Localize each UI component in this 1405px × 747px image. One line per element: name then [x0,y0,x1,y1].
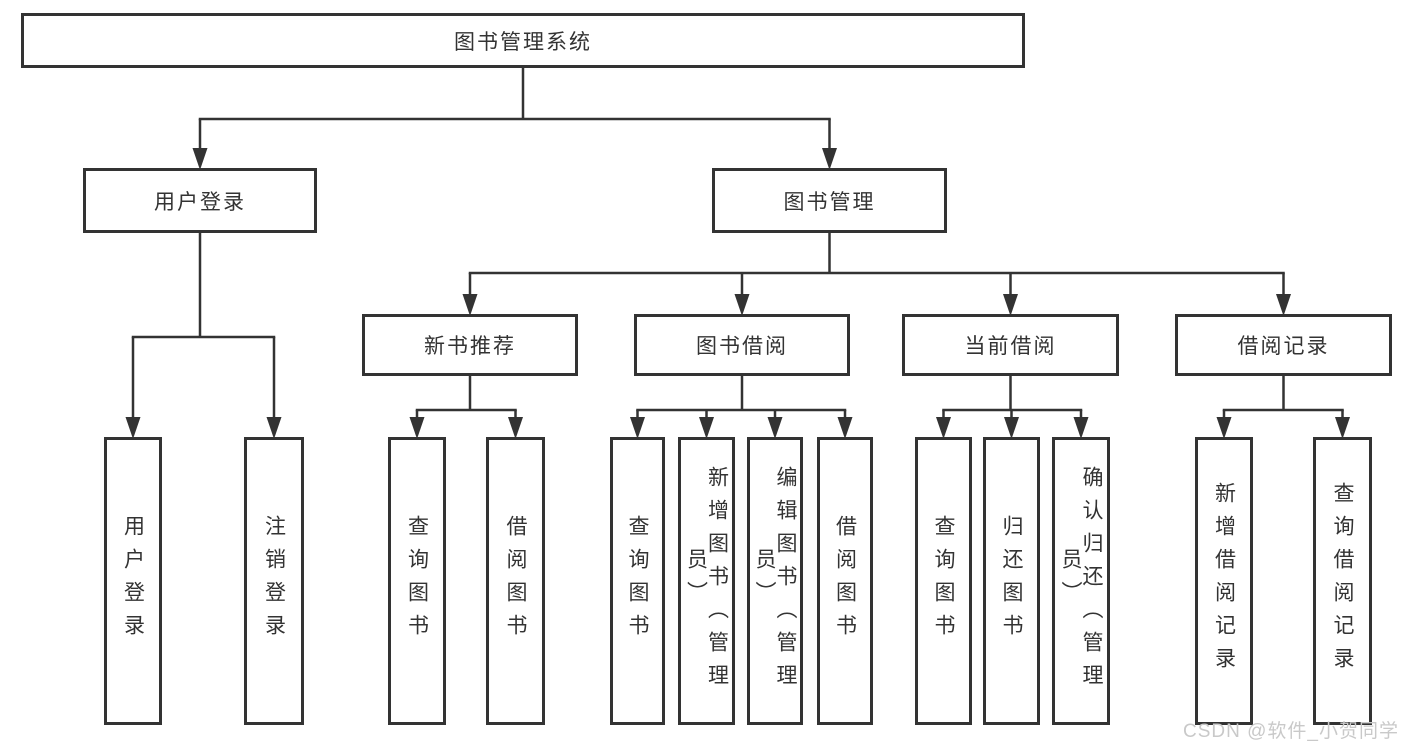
arrowhead [125,417,141,439]
arrowhead [266,417,282,439]
arrowhead [462,294,478,316]
arrowhead [1216,417,1232,439]
node-confirm-return-admin: 确认归还（管理员） [1052,437,1110,725]
watermark-text: CSDN @软件_小贺同学 [1183,721,1399,742]
arrowhead [822,148,837,170]
arrowhead [936,417,951,439]
arrowhead [508,417,523,439]
node-current-borrow: 当前借阅 [902,314,1119,376]
arrowhead [699,417,714,439]
node-query-books-current: 查询图书 [915,437,972,725]
arrowhead [1073,417,1089,439]
node-query-books-recommend: 查询图书 [388,437,446,725]
arrowhead [192,148,208,170]
node-edit-books-admin: 编辑图书（管理员） [747,437,803,725]
node-query-borrow-record: 查询借阅记录 [1313,437,1372,725]
node-borrow-records: 借阅记录 [1175,314,1392,376]
node-new-book-rec: 新书推荐 [362,314,578,376]
arrowhead [734,294,750,316]
node-query-books-borrow: 查询图书 [610,437,665,725]
node-book-mgmt: 图书管理 [712,168,947,233]
arrowhead [837,417,853,439]
arrowhead [1335,417,1350,439]
node-user-login: 用户登录 [83,168,317,233]
arrowhead [1003,294,1018,316]
node-login-action: 用户登录 [104,437,162,725]
node-borrow-books-borrow: 借阅图书 [817,437,873,725]
arrowhead [767,417,783,439]
node-book-borrow: 图书借阅 [634,314,850,376]
node-add-borrow-record: 新增借阅记录 [1195,437,1253,725]
node-borrow-books-recommend: 借阅图书 [486,437,545,725]
arrowhead [409,417,425,439]
arrowhead [1276,294,1291,316]
node-add-books-admin: 新增图书（管理员） [678,437,735,725]
node-return-books: 归还图书 [983,437,1040,725]
arrowhead [630,417,645,439]
node-logout-action: 注销登录 [244,437,304,725]
arrowhead [1004,417,1019,439]
node-root: 图书管理系统 [21,13,1025,68]
